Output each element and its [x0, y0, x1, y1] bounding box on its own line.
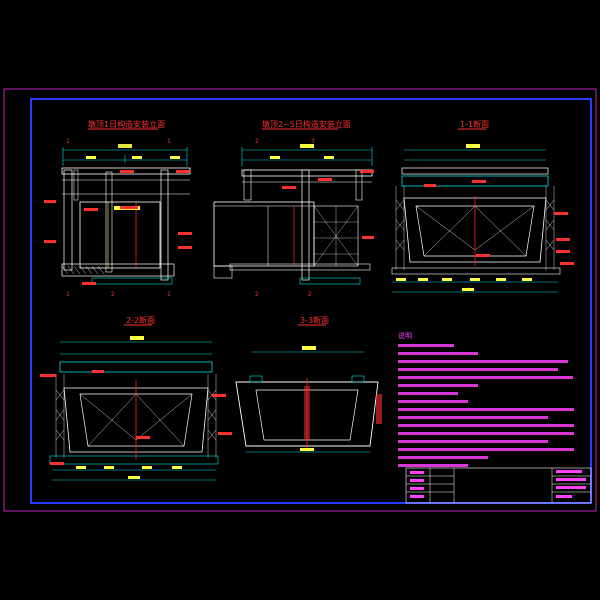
view3-section-1-1: 1-1断面 [391, 119, 574, 293]
notes-heading: 说明 [398, 331, 412, 340]
outer-frame [3, 88, 597, 512]
view2-elevation: 墩顶2~5日构造安装立面 2 3 2 2 [213, 119, 374, 298]
view4-section-2-2: 2-2断面 [40, 315, 232, 481]
title-block [405, 467, 592, 504]
view4-title: 2-2断面 [126, 315, 155, 325]
view5-section-3-3: 3-3断面 [235, 315, 382, 453]
svg-text:2: 2 [255, 138, 259, 145]
view1-title: 墩顶1日构造安装立面 [88, 119, 165, 129]
svg-text:1: 1 [167, 291, 171, 298]
view2-title: 墩顶2~5日构造安装立面 [262, 119, 351, 129]
svg-text:1: 1 [66, 291, 70, 298]
svg-text:2: 2 [111, 291, 115, 298]
notes-block: 说明 [398, 331, 574, 467]
svg-text:3: 3 [311, 138, 315, 145]
svg-text:2: 2 [255, 291, 259, 298]
view3-title: 1-1断面 [460, 119, 489, 129]
svg-text:1: 1 [66, 138, 70, 145]
inner-frame [30, 98, 592, 504]
svg-text:2: 2 [308, 291, 312, 298]
view5-title: 3-3断面 [300, 315, 329, 325]
svg-text:1: 1 [167, 138, 171, 145]
view1-elevation: 墩顶1日构造安装立面 1 1 2 1 1 [44, 119, 192, 298]
